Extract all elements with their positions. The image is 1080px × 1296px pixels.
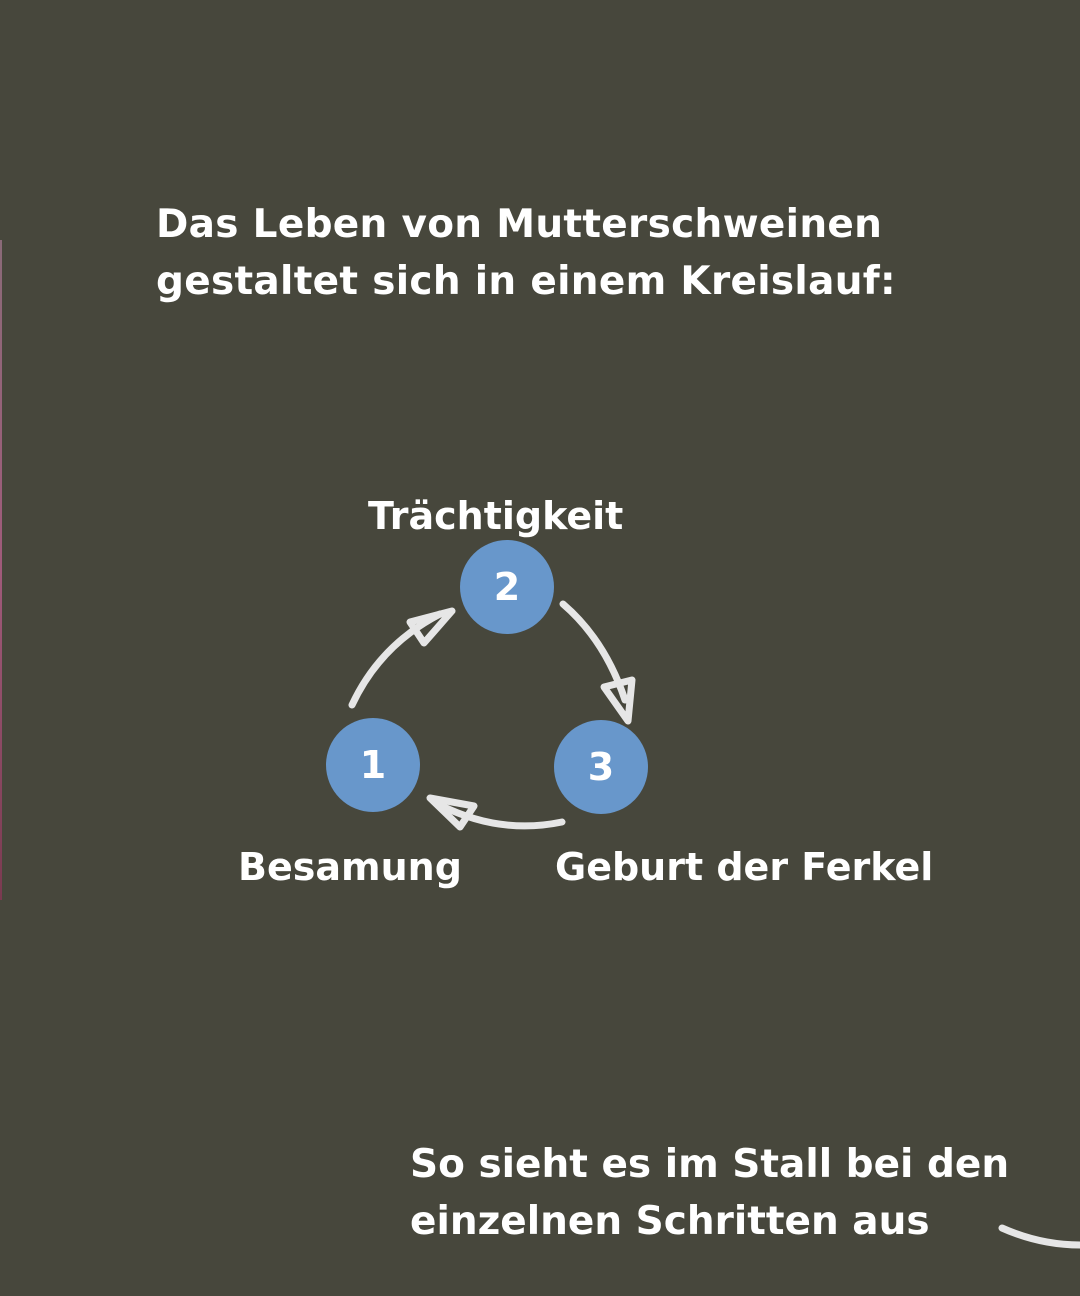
footer-line-2: einzelnen Schritten aus — [410, 1199, 930, 1244]
title-line-1: Das Leben von Mutterschweinen — [156, 202, 883, 247]
arrow-3-to-1 — [436, 801, 566, 830]
step-3-circle: 3 — [554, 720, 648, 814]
footer-line-1: So sieht es im Stall bei den — [410, 1142, 1010, 1187]
step-1-circle: 1 — [326, 718, 420, 812]
arrow-1-to-2 — [348, 610, 444, 709]
title-line-2: gestaltet sich in einem Kreislauf: — [156, 259, 896, 304]
arrow-3-to-1-head — [426, 794, 478, 831]
step-1-label: Besamung — [238, 845, 462, 889]
step-2-number: 2 — [493, 565, 521, 609]
step-2-circle: 2 — [460, 540, 554, 634]
arrow-2-to-3-head — [600, 676, 636, 725]
page-title: Das Leben von Mutterschweinen gestaltet … — [156, 196, 896, 310]
arrow-2-to-3 — [559, 600, 629, 704]
step-3-label: Geburt der Ferkel — [555, 845, 934, 889]
left-edge-line — [0, 240, 2, 900]
arrow-1-to-2-head — [406, 607, 456, 647]
footer-text: So sieht es im Stall bei den einzelnen S… — [410, 1136, 1009, 1250]
step-1-number: 1 — [359, 743, 387, 787]
step-3-number: 3 — [587, 745, 615, 789]
footer-curve — [998, 1224, 1080, 1249]
step-2-label: Trächtigkeit — [368, 494, 624, 538]
